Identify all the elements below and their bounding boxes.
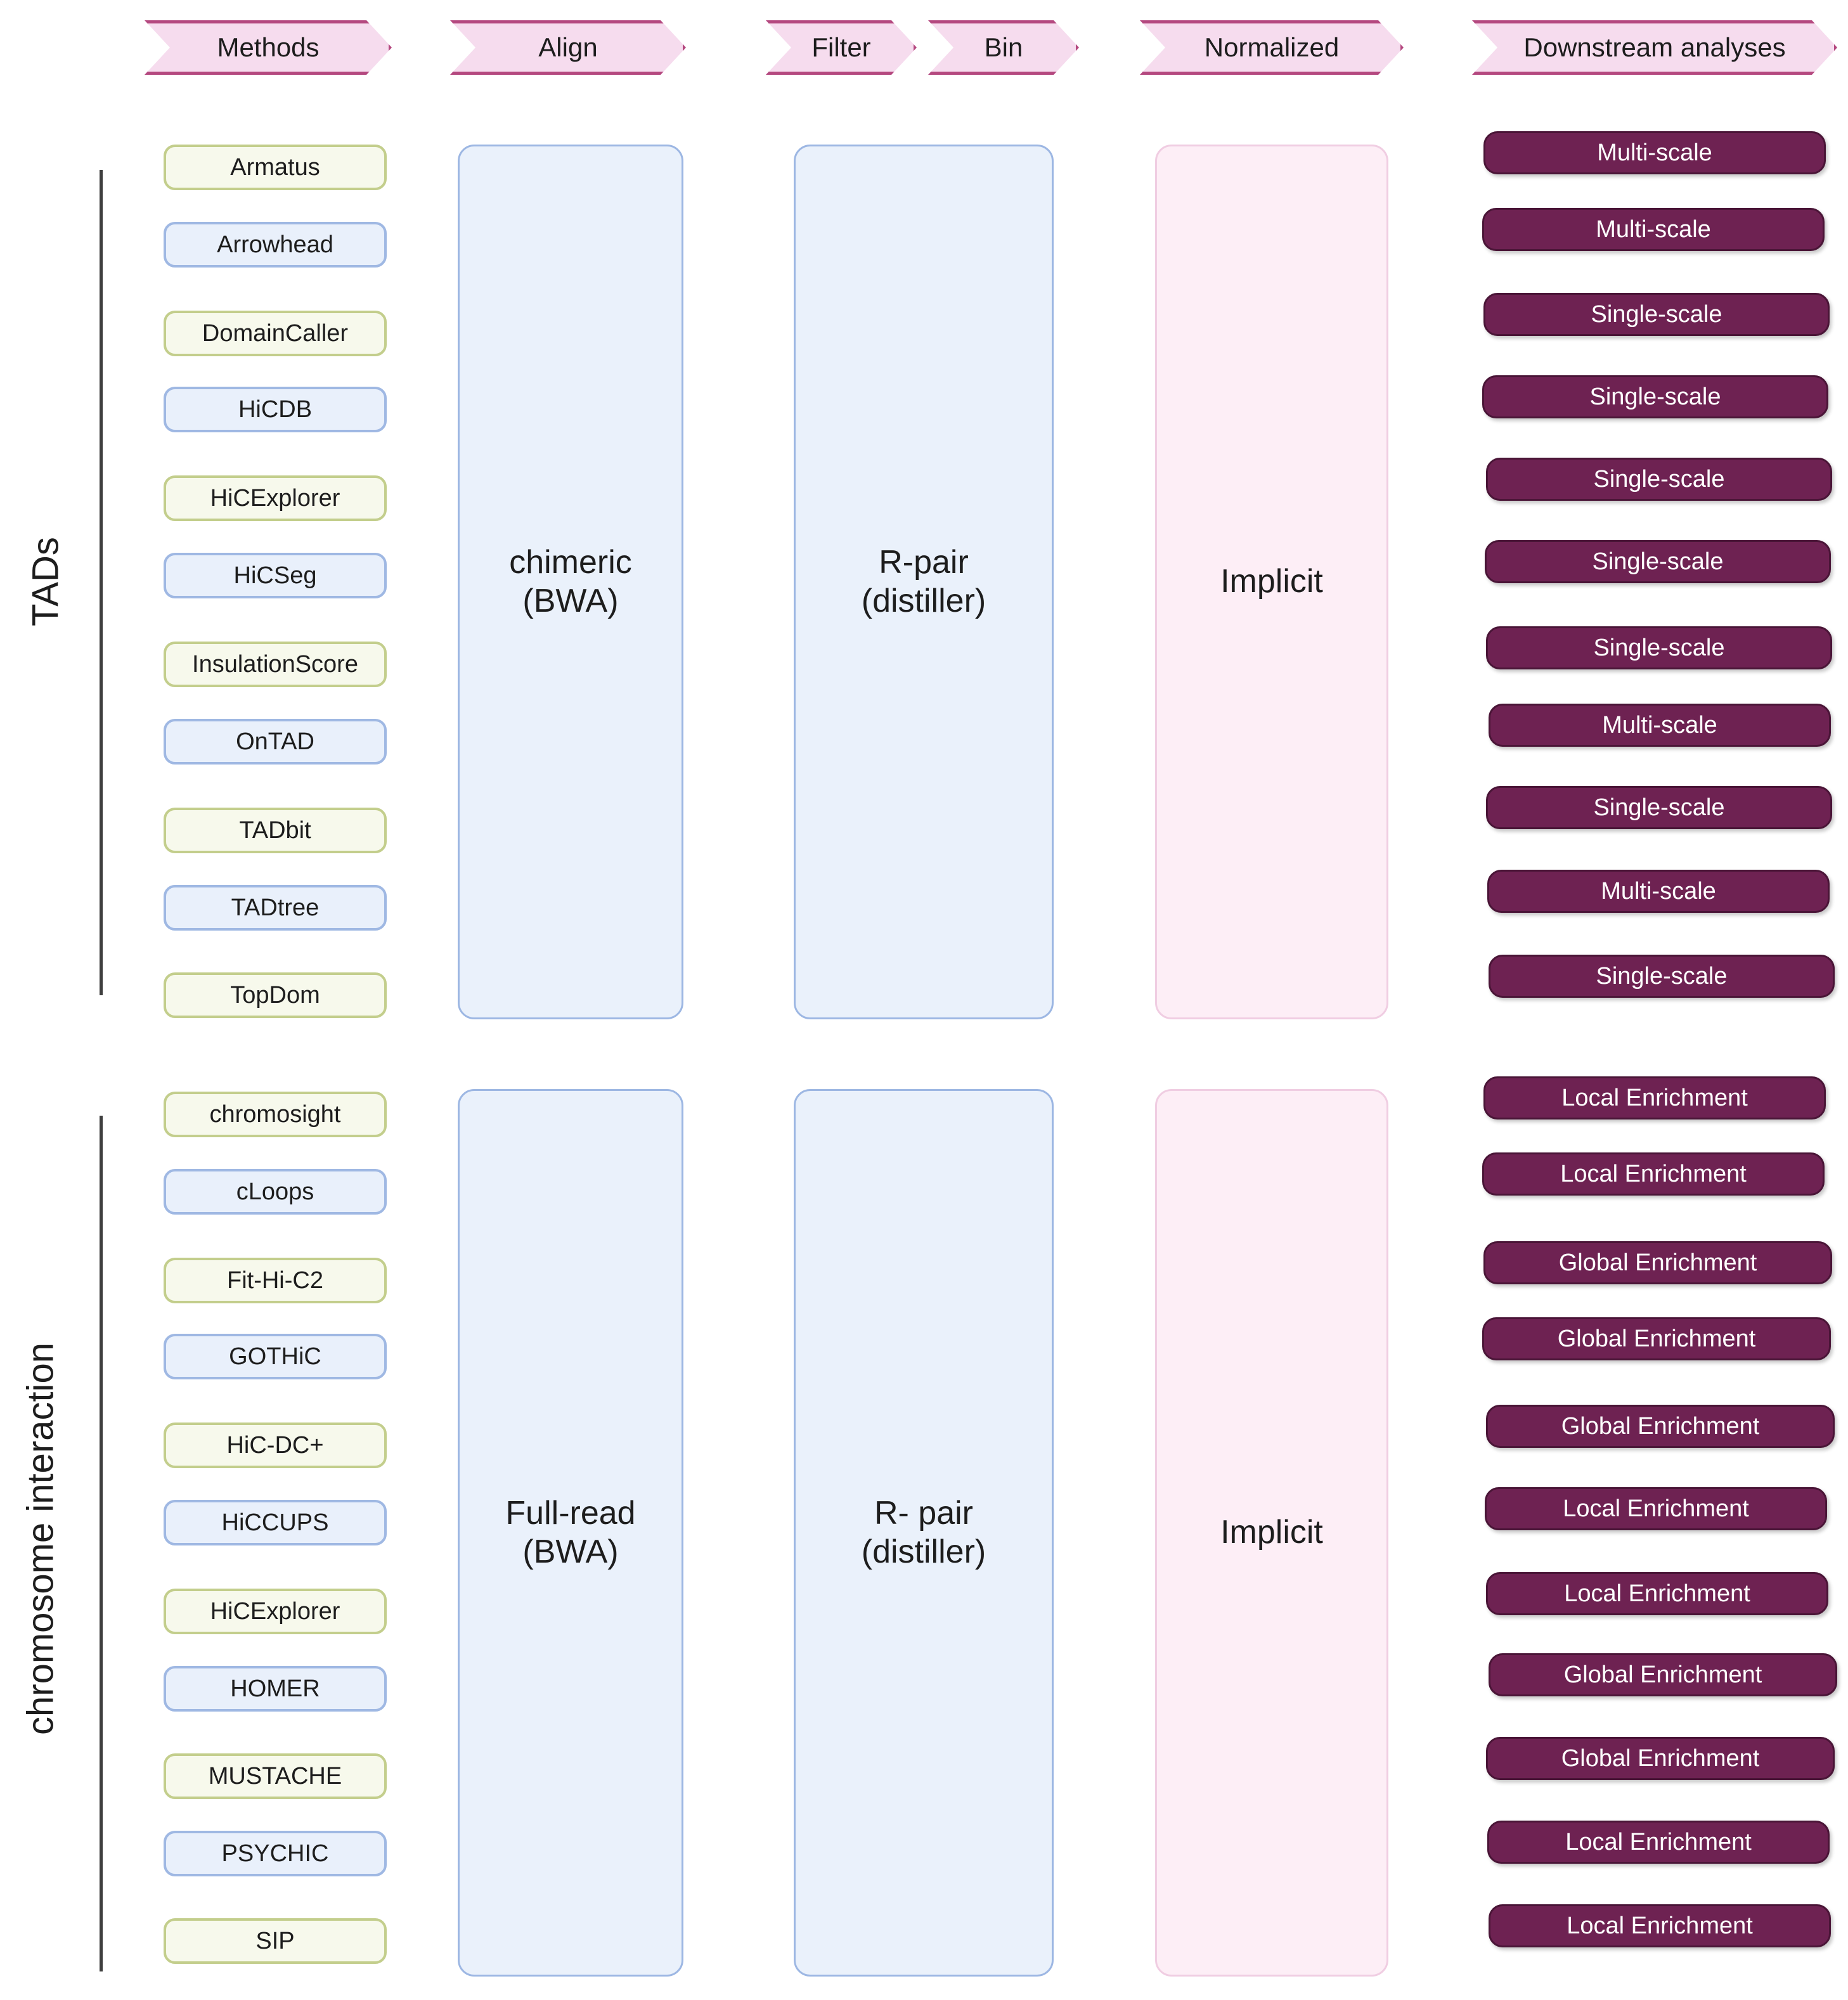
downstream-pill-local-enrichment[interactable]: Local Enrichment <box>1486 1572 1828 1615</box>
downstream-pill-global-enrichment[interactable]: Global Enrichment <box>1486 1405 1835 1448</box>
downstream-pill-single-scale[interactable]: Single-scale <box>1486 458 1832 501</box>
method-pill-tadbit[interactable]: TADbit <box>164 808 387 853</box>
downstream-pill-local-enrichment[interactable]: Local Enrichment <box>1489 1904 1831 1947</box>
method-pill-hicseg[interactable]: HiCSeg <box>164 553 387 598</box>
downstream-pill-local-enrichment[interactable]: Local Enrichment <box>1482 1152 1825 1196</box>
method-pill-psychic[interactable]: PSYCHIC <box>164 1831 387 1876</box>
downstream-pill-global-enrichment[interactable]: Global Enrichment <box>1489 1653 1837 1696</box>
downstream-pill-single-scale[interactable]: Single-scale <box>1483 293 1830 336</box>
method-pill-cloops[interactable]: cLoops <box>164 1169 387 1215</box>
downstream-pill-multi-scale[interactable]: Multi-scale <box>1483 131 1826 174</box>
stage-header-methods[interactable] <box>145 20 392 75</box>
downstream-pill-global-enrichment[interactable]: Global Enrichment <box>1483 1241 1832 1284</box>
method-pill-armatus[interactable]: Armatus <box>164 145 387 190</box>
method-pill-hic-dc-[interactable]: HiC-DC+ <box>164 1423 387 1468</box>
downstream-pill-global-enrichment[interactable]: Global Enrichment <box>1482 1317 1831 1360</box>
method-pill-arrowhead[interactable]: Arrowhead <box>164 222 387 268</box>
stage-panel-chromosome-interaction-2[interactable]: Implicit <box>1155 1089 1388 1977</box>
stage-panel-tads-2[interactable]: Implicit <box>1155 145 1388 1019</box>
downstream-pill-local-enrichment[interactable]: Local Enrichment <box>1483 1076 1826 1119</box>
stage-header-filter[interactable] <box>766 20 917 75</box>
method-pill-tadtree[interactable]: TADtree <box>164 885 387 931</box>
method-pill-hicdb[interactable]: HiCDB <box>164 387 387 432</box>
section-rail-tads <box>100 170 103 995</box>
downstream-pill-multi-scale[interactable]: Multi-scale <box>1487 870 1830 913</box>
stage-header-downstream-analyses[interactable] <box>1472 20 1837 75</box>
method-pill-mustache[interactable]: MUSTACHE <box>164 1753 387 1799</box>
downstream-pill-multi-scale[interactable]: Multi-scale <box>1489 704 1831 747</box>
downstream-pill-local-enrichment[interactable]: Local Enrichment <box>1485 1487 1827 1530</box>
downstream-pill-single-scale[interactable]: Single-scale <box>1485 540 1831 583</box>
method-pill-sip[interactable]: SIP <box>164 1918 387 1964</box>
method-pill-gothic[interactable]: GOTHiC <box>164 1334 387 1379</box>
section-label-tads: TADs <box>25 537 67 626</box>
method-pill-chromosight[interactable]: chromosight <box>164 1092 387 1137</box>
downstream-pill-single-scale[interactable]: Single-scale <box>1482 375 1828 418</box>
method-pill-hiccups[interactable]: HiCCUPS <box>164 1500 387 1545</box>
method-pill-fit-hi-c2[interactable]: Fit-Hi-C2 <box>164 1258 387 1303</box>
method-pill-domaincaller[interactable]: DomainCaller <box>164 311 387 356</box>
stage-panel-tads-1[interactable]: R-pair (distiller) <box>794 145 1054 1019</box>
stage-header-bin[interactable] <box>928 20 1079 75</box>
downstream-pill-global-enrichment[interactable]: Global Enrichment <box>1486 1737 1835 1780</box>
downstream-pill-multi-scale[interactable]: Multi-scale <box>1482 208 1825 251</box>
stage-header-normalized[interactable] <box>1140 20 1404 75</box>
method-pill-ontad[interactable]: OnTAD <box>164 719 387 765</box>
downstream-pill-local-enrichment[interactable]: Local Enrichment <box>1487 1821 1830 1864</box>
method-pill-insulationscore[interactable]: InsulationScore <box>164 642 387 687</box>
stage-header-align[interactable] <box>450 20 686 75</box>
method-pill-homer[interactable]: HOMER <box>164 1666 387 1712</box>
stage-panel-chromosome-interaction-0[interactable]: Full-read (BWA) <box>458 1089 683 1977</box>
stage-panel-chromosome-interaction-1[interactable]: R- pair (distiller) <box>794 1089 1054 1977</box>
stage-panel-tads-0[interactable]: chimeric (BWA) <box>458 145 683 1019</box>
method-pill-hicexplorer[interactable]: HiCExplorer <box>164 1589 387 1634</box>
method-pill-topdom[interactable]: TopDom <box>164 972 387 1018</box>
downstream-pill-single-scale[interactable]: Single-scale <box>1489 955 1835 998</box>
downstream-pill-single-scale[interactable]: Single-scale <box>1486 786 1832 829</box>
section-rail-chromosome-interaction <box>100 1116 103 1971</box>
section-label-chromosome-interaction: chromosome interaction <box>20 1343 61 1735</box>
method-pill-hicexplorer[interactable]: HiCExplorer <box>164 475 387 521</box>
downstream-pill-single-scale[interactable]: Single-scale <box>1486 626 1832 669</box>
